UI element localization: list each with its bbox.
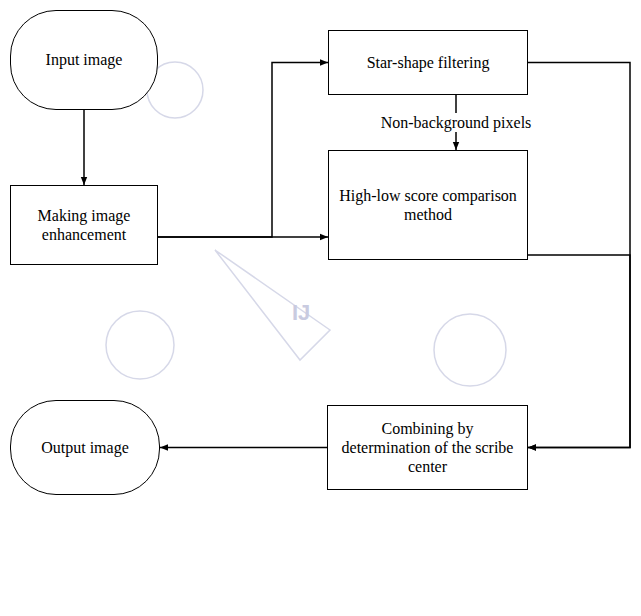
flow-arrow [528, 255, 630, 448]
process-box: Making image enhancement [10, 185, 158, 265]
watermark: IJ [292, 300, 310, 326]
box-text: Combining by determination of the scribe… [336, 419, 519, 477]
terminal-box: Output image [10, 400, 160, 495]
box-text: Input image [46, 50, 123, 69]
flow-arrow [83, 110, 85, 185]
flow-arrow [160, 447, 327, 449]
process-box: Combining by determination of the scribe… [327, 405, 528, 490]
process-box: Star-shape filtering [328, 30, 528, 95]
box-text: Output image [41, 438, 129, 457]
box-text: Star-shape filtering [367, 53, 490, 72]
flow-arrow [528, 63, 630, 448]
flow-arrow [158, 236, 328, 238]
box-text: Making image enhancement [19, 206, 149, 244]
edge-label: Non-background pixels [378, 113, 535, 132]
flow-arrow [158, 63, 328, 238]
process-box: High-low score comparison method [328, 150, 528, 260]
box-text: High-low score comparison method [337, 186, 519, 224]
terminal-box: Input image [10, 10, 158, 110]
